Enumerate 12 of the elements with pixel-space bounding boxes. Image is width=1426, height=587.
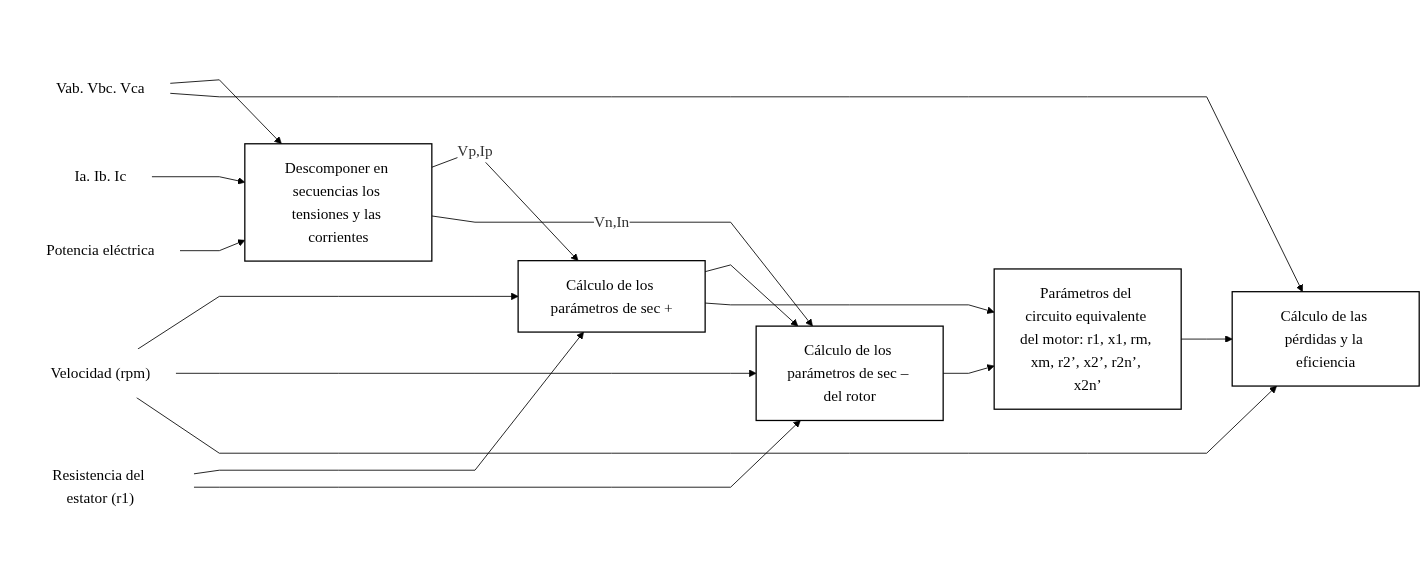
node-box: Parámetros del circuito equivalente del motor: r1, x1, rm, xm, r2’, x2’, r2n’, x2n’ <box>993 268 1182 410</box>
node-text: Potencia eléctrica <box>46 241 155 259</box>
node-box: Descomponer en secuencias los tensiones y las corrientes <box>244 143 433 262</box>
edge-label: Vp,Ip <box>457 142 493 160</box>
node-text: Vab. Vbc. Vca <box>55 79 145 97</box>
edge-label: Vn,In <box>593 213 630 231</box>
node-box: Cálculo de los parámetros de sec – del rotor <box>755 325 944 422</box>
node-text: Resistencia del estator (r1) <box>52 466 145 507</box>
node-box: Cálculo de los parámetros de sec + <box>517 260 706 333</box>
node-text: Ia. Ib. Ic <box>74 167 127 185</box>
node-box: Cálculo de las pérdidas y la eficiencia <box>1231 291 1420 387</box>
node-text: Velocidad (rpm) <box>50 364 151 382</box>
